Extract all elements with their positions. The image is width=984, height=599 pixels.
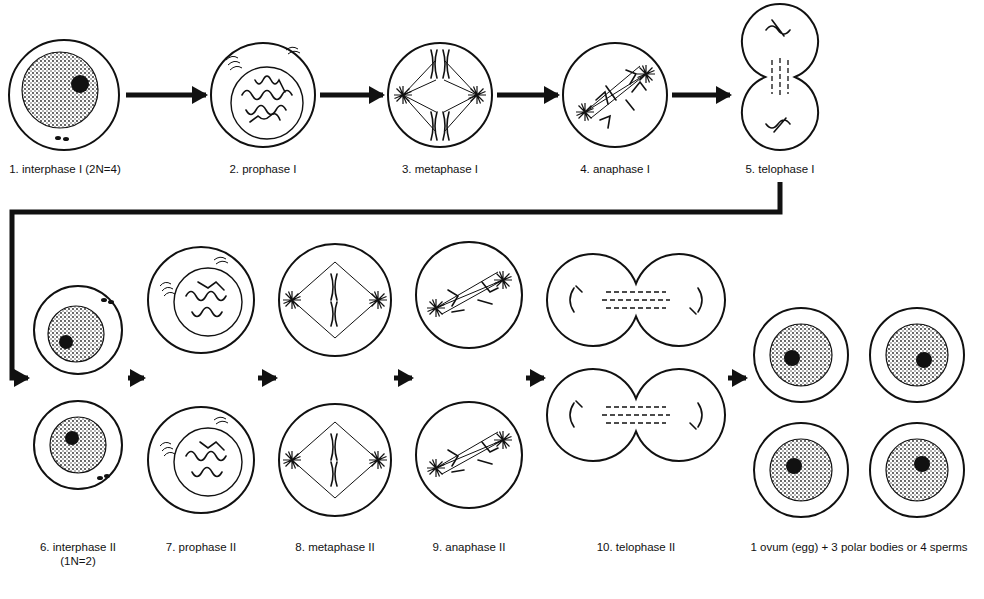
stage-arrow (258, 376, 276, 381)
stage-cell: 5. telophase I (732, 2, 828, 180)
stage-arrow (394, 376, 412, 381)
stage-cell: 6. interphase II (1N=2) (30, 282, 126, 572)
stage-cell: 7. prophase II (146, 244, 256, 558)
stage-caption: 3. metaphase I (385, 162, 495, 176)
metaphase-cell (388, 43, 492, 147)
stage-arrow (672, 93, 730, 98)
stage-caption: 8. metaphase II (278, 540, 392, 554)
stage-cell: 8. metaphase II (278, 240, 392, 558)
stage-caption: 6. interphase II (1N=2) (30, 540, 126, 568)
stage-arrow (126, 93, 206, 98)
caption-group: 6. interphase II (1N=2) (30, 540, 126, 568)
stage-cell: 10. telophase II (546, 250, 726, 558)
stage-caption: 1. interphase I (2N=4) (6, 162, 124, 176)
stage-arrow (728, 376, 746, 381)
caption-group: 5. telophase I (732, 162, 828, 176)
stage-caption: 5. telophase I (732, 162, 828, 176)
caption-group: 7. prophase II (146, 540, 256, 554)
caption-group: 10. telophase II (546, 540, 726, 554)
metaphase-cell (279, 244, 391, 516)
stage-caption: 7. prophase II (146, 540, 256, 554)
anaphase-cell (563, 43, 667, 147)
caption-group: 9. anaphase II (414, 540, 524, 554)
stage-arrow (12, 182, 780, 378)
prophase-cell (211, 43, 315, 147)
anaphase-cell (416, 242, 522, 508)
gamete-cell (754, 308, 964, 517)
stage-caption: 2. prophase I (208, 162, 318, 176)
caption-group: 1 ovum (egg) + 3 polar bodies or 4 sperm… (748, 540, 970, 554)
caption-group: 4. anaphase I (560, 162, 670, 176)
caption-group: 1. interphase I (2N=4) (6, 162, 124, 176)
stage-arrow (497, 93, 558, 98)
caption-group: 8. metaphase II (278, 540, 392, 554)
telophase-cell (547, 254, 725, 461)
interphase-cell (34, 286, 122, 489)
stage-cell: 3. metaphase I (385, 40, 495, 180)
stage-cell: 1 ovum (egg) + 3 polar bodies or 4 sperm… (748, 304, 970, 558)
stage-cell: 4. anaphase I (560, 40, 670, 180)
stage-caption: 1 ovum (egg) + 3 polar bodies or 4 sperm… (748, 540, 970, 554)
caption-group: 3. metaphase I (385, 162, 495, 176)
stage-cell: 1. interphase I (2N=4) (6, 38, 124, 180)
interphase-cell (9, 40, 119, 150)
stage-arrow (128, 376, 144, 381)
stage-caption: 10. telophase II (546, 540, 726, 554)
stage-caption: 9. anaphase II (414, 540, 524, 554)
telophase-cell (742, 4, 818, 150)
stage-caption: 4. anaphase I (560, 162, 670, 176)
stage-cell: 9. anaphase II (414, 240, 524, 558)
prophase-cell (148, 247, 254, 513)
caption-group: 2. prophase I (208, 162, 318, 176)
stage-arrow (526, 376, 544, 381)
stage-arrow (320, 93, 383, 98)
stage-cell: 2. prophase I (208, 40, 318, 180)
